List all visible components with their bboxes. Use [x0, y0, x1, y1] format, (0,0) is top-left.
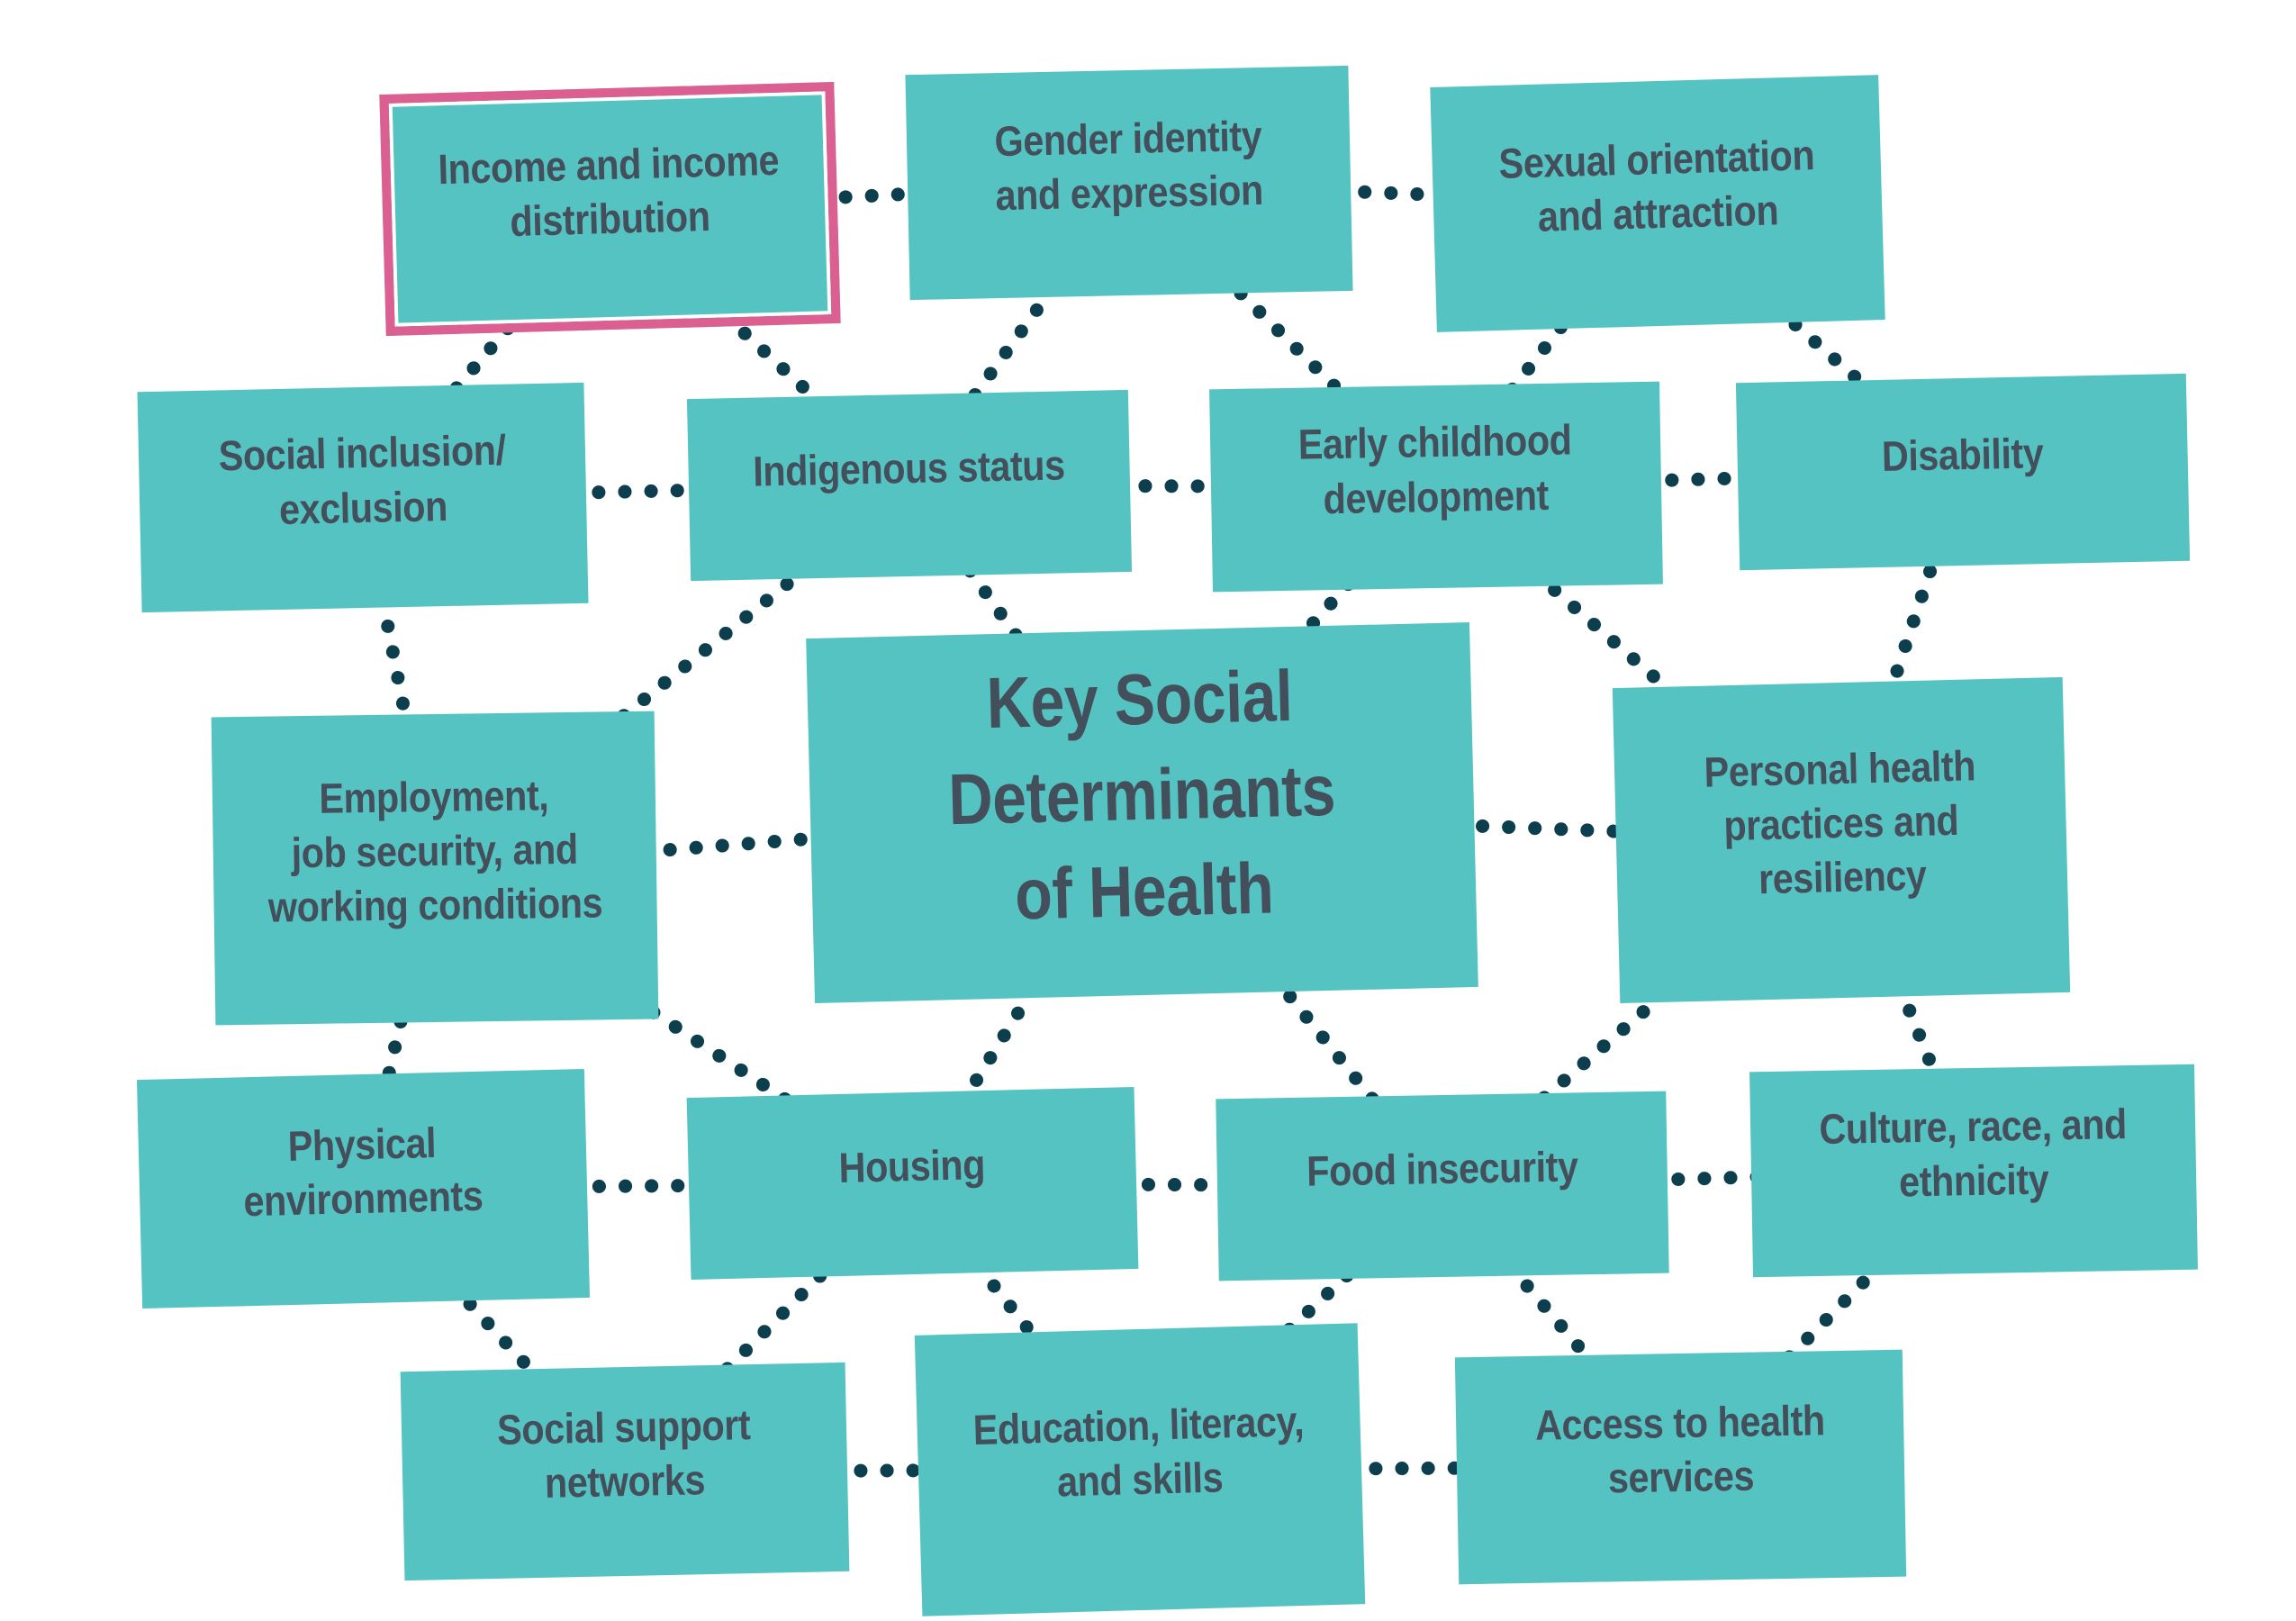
node-label: Income and income distribution: [438, 135, 781, 246]
node-education: Education, literacy, and skills: [914, 1323, 1366, 1616]
node-label: Indigenous status: [752, 440, 1066, 495]
node-gender: Gender identity and expression: [905, 65, 1353, 301]
node-label: Sexual orientation and attraction: [1497, 130, 1815, 240]
node-income: Income and income distribution: [379, 82, 841, 336]
node-sexual: Sexual orientation and attraction: [1430, 75, 1885, 332]
node-label: Key Social Determinants of Health: [947, 655, 1336, 935]
node-inclusion: Social inclusion/ exclusion: [137, 382, 589, 613]
connector-line: [618, 1463, 1147, 1479]
node-personal: Personal health practices and resiliency: [1612, 676, 2071, 1004]
node-center: Key Social Determinants of Health: [806, 622, 1478, 1003]
node-indigenous: Indigenous status: [686, 389, 1133, 582]
node-label: Physical environments: [243, 1118, 484, 1226]
node-label: Culture, race, and ethnicity: [1818, 1099, 2128, 1206]
node-label: Housing: [838, 1139, 986, 1191]
node-housing: Housing: [686, 1086, 1139, 1281]
node-support: Social support networks: [400, 1362, 850, 1581]
node-early: Early childhood development: [1209, 381, 1663, 593]
node-label: Access to health services: [1534, 1396, 1825, 1502]
node-label: Food insecurity: [1306, 1142, 1578, 1195]
node-label: Education, literacy, and skills: [972, 1396, 1305, 1506]
node-access: Access to health services: [1454, 1349, 1907, 1585]
node-food: Food insecurity: [1216, 1091, 1669, 1281]
node-label: Employment, job security, and working co…: [267, 770, 603, 931]
connector-line: [1435, 1179, 1687, 1474]
node-disability: Disability: [1735, 373, 2191, 571]
node-label: Social inclusion/ exclusion: [217, 426, 506, 533]
node-label: Personal health practices and resiliency: [1703, 741, 1976, 903]
node-label: Disability: [1881, 429, 2044, 480]
node-label: Early childhood development: [1297, 415, 1573, 522]
connector-line: [603, 176, 1136, 216]
node-label: Gender identity and expression: [994, 111, 1264, 220]
node-employment: Employment, job security, and working co…: [211, 711, 659, 1026]
node-label: Social support networks: [496, 1399, 752, 1507]
node-physical: Physical environments: [136, 1068, 591, 1309]
node-culture: Culture, race, and ethnicity: [1749, 1064, 2198, 1278]
connector-line: [1834, 833, 1981, 1178]
connector-line: [906, 1176, 1147, 1477]
connector-line: [1429, 196, 1665, 494]
